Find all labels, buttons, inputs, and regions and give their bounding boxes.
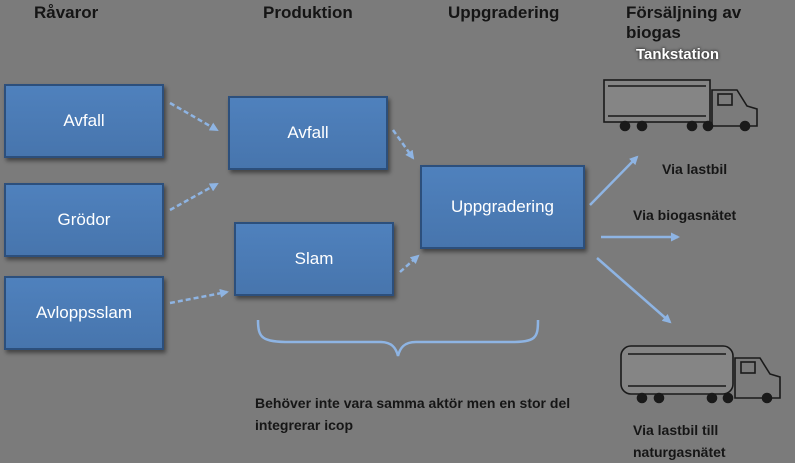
upgrade-box: Uppgradering xyxy=(420,165,585,249)
arrow-avfall-to-production xyxy=(169,101,219,132)
header-forsaljning: Försäljning av biogas xyxy=(626,3,742,42)
label-via-lastbil: Via lastbil xyxy=(662,161,728,177)
label-via-lastbil-naturgas: Via lastbil till naturgasnätet xyxy=(633,422,726,460)
truck-bottom-icon xyxy=(620,345,781,404)
arrow-slam-to-upgrade xyxy=(399,254,420,273)
production-box-avfall: Avfall xyxy=(228,96,388,170)
header-uppgradering: Uppgradering xyxy=(448,3,560,22)
arrow-avloppsslam-to-slam xyxy=(169,288,229,305)
arrow-to-naturgasnatet xyxy=(596,257,672,324)
grouping-brace xyxy=(256,319,540,357)
raw-box-avfall: Avfall xyxy=(4,84,164,158)
raw-box-grodor: Grödor xyxy=(4,183,164,257)
truck-top-icon xyxy=(603,79,758,132)
header-ravaror: Råvaror xyxy=(34,3,99,22)
bracket-note: Behöver inte vara samma aktör men en sto… xyxy=(255,395,571,433)
arrow-grodor-to-production xyxy=(169,182,219,212)
label-tankstation: Tankstation xyxy=(636,46,720,63)
raw-box-avloppsslam: Avloppsslam xyxy=(4,276,164,350)
header-produktion: Produktion xyxy=(263,3,353,22)
arrow-to-lastbil xyxy=(589,155,639,206)
label-via-biogasnatet: Via biogasnätet xyxy=(633,207,737,223)
production-box-slam: Slam xyxy=(234,222,394,296)
arrow-avfall-to-upgrade xyxy=(391,129,415,160)
